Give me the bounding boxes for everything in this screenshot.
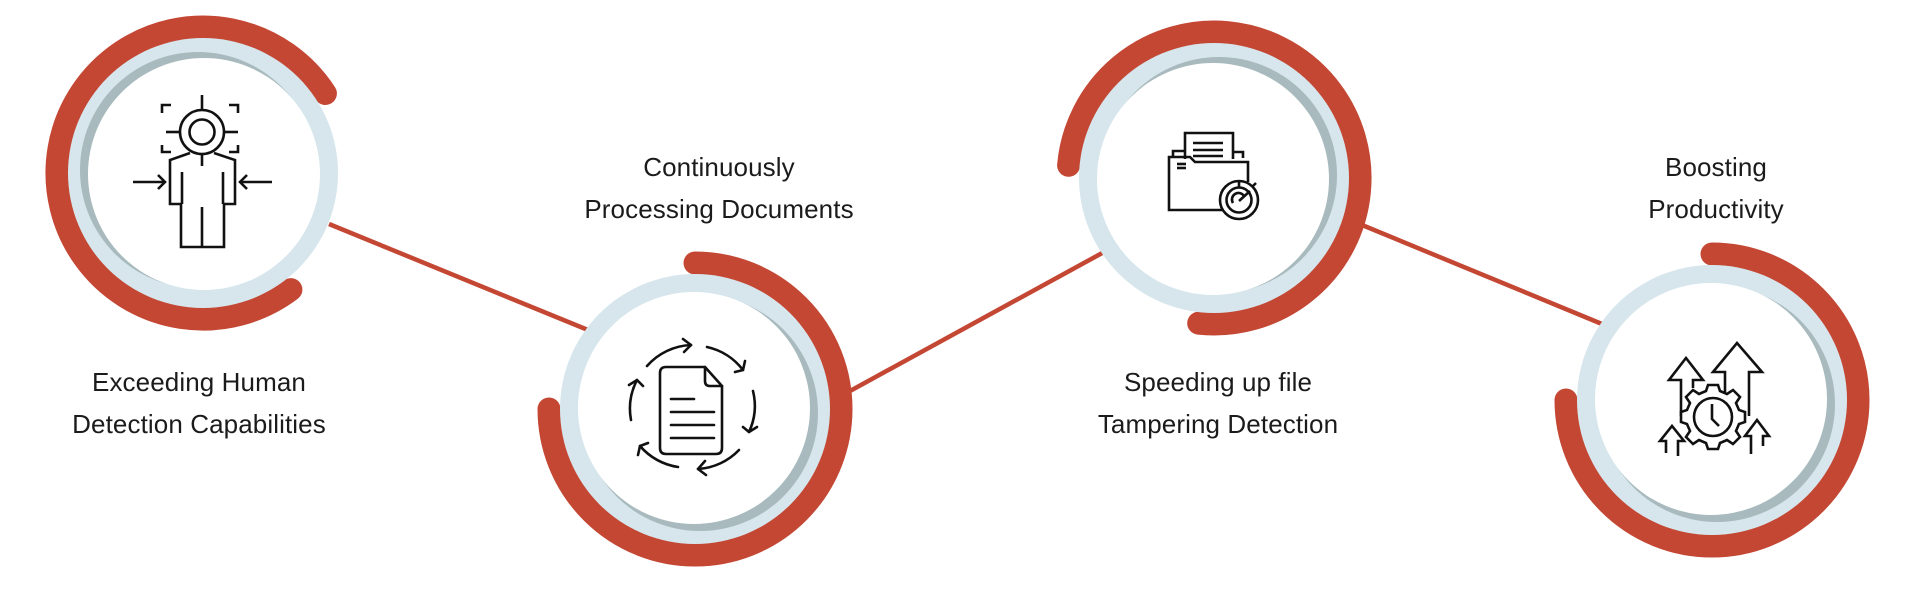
- connector-line-3-4: [1361, 222, 1603, 327]
- connector-line-1-2: [328, 221, 589, 333]
- document-processing-cycle-icon: [627, 337, 759, 477]
- step-3-progress-arc: [1057, 20, 1372, 336]
- step-4-label: Boosting Productivity: [1536, 146, 1896, 230]
- step-4-label-line-2: Productivity: [1648, 194, 1784, 224]
- step-1-label-line-2: Detection Capabilities: [72, 409, 326, 439]
- step-1-inner-disk: [88, 58, 320, 290]
- step-1-label-line-1: Exceeding Human: [92, 367, 306, 397]
- connectors: [328, 221, 1603, 393]
- step-4-label-line-1: Boosting: [1665, 152, 1767, 182]
- connector-line-2-3: [848, 250, 1106, 393]
- human-detection-icon: [133, 95, 272, 249]
- step-2-progress-arc: [537, 251, 853, 567]
- step-3-label-line-2: Tampering Detection: [1097, 409, 1339, 439]
- step-4-node: [1554, 242, 1870, 558]
- step-1-progress-arc: [45, 15, 337, 331]
- step-4-progress-arc: [1554, 242, 1870, 558]
- step-1-label: Exceeding Human Detection Capabilities: [19, 361, 379, 445]
- step-2-label-line-2: Processing Documents: [584, 194, 854, 224]
- folder-gauge-icon: [1167, 131, 1260, 221]
- step-2-label-line-1: Continuously: [643, 152, 795, 182]
- step-3-label: Speeding up file Tampering Detection: [1038, 361, 1398, 445]
- step-2-inner-disk: [578, 292, 810, 524]
- productivity-gear-arrows-icon: [1657, 340, 1772, 456]
- step-2-node: [537, 251, 853, 567]
- step-1-node: [45, 15, 338, 331]
- step-3-inner-disk: [1097, 63, 1329, 295]
- step-3-label-line-1: Speeding up file: [1123, 367, 1313, 397]
- step-3-node: [1057, 20, 1372, 336]
- step-2-label: Continuously Processing Documents: [539, 146, 899, 230]
